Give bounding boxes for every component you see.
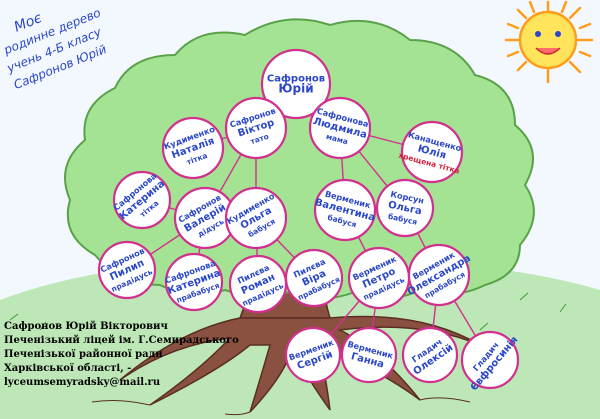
node-circle — [284, 326, 342, 384]
node-circle — [164, 252, 224, 312]
node-circle — [161, 116, 225, 180]
node-circle — [340, 326, 398, 384]
node-circle — [375, 178, 435, 238]
node-circle — [400, 120, 464, 184]
node-circle — [112, 170, 172, 230]
caption-author: Сафронов Юрій Вікторович — [4, 321, 168, 332]
caption-school: Печенізький ліцей ім. Г.Семирадського — [4, 335, 239, 346]
caption-region: Харківської області, - — [4, 363, 132, 374]
node-surname: Сафронов — [267, 73, 325, 85]
caption-council: Печенізької районної ради — [4, 349, 163, 360]
node-circle — [260, 48, 332, 120]
node-circle — [224, 96, 288, 160]
node-circle — [308, 96, 372, 160]
author-caption: Сафронов Юрій Вікторович Печенізький ліц… — [4, 320, 239, 390]
node-circle — [401, 326, 459, 384]
node-circle — [284, 248, 344, 308]
node-circle — [224, 186, 288, 250]
node-given-name: Юрій — [278, 82, 313, 96]
caption-email: lyceumsemyradsky@mail.ru — [4, 377, 161, 388]
root-lines — [91, 397, 471, 416]
node-circle — [460, 330, 520, 390]
node-circle — [97, 240, 157, 300]
node-circle — [407, 243, 471, 307]
grass-hill-lines — [9, 292, 567, 331]
sun-icon — [504, 0, 594, 84]
node-circle — [313, 178, 377, 242]
